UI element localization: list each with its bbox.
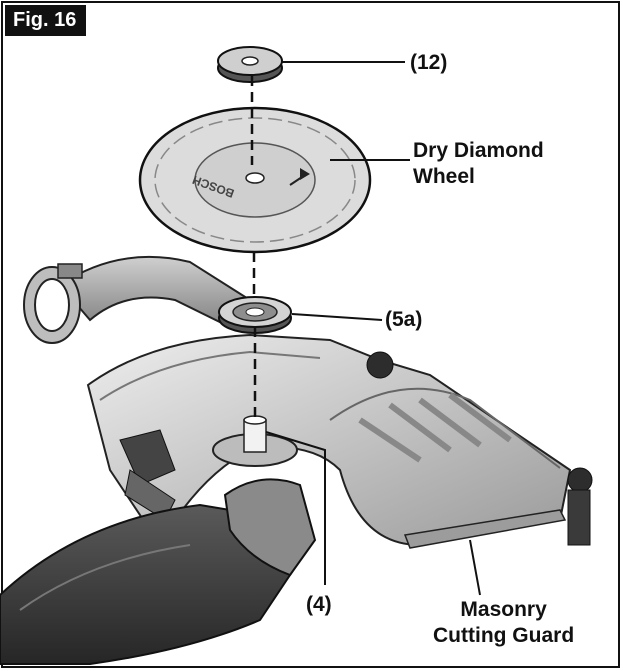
label-diamond-wheel-line1: Dry Diamond (413, 139, 544, 162)
diamond-wheel: BOSCH (138, 106, 372, 254)
masonry-cutting-guard (86, 333, 593, 549)
label-diamond-wheel-line2: Wheel (413, 165, 475, 188)
flange-nut (217, 46, 283, 83)
label-masonry-guard-line2: Cutting Guard (433, 624, 575, 647)
assembly-axis-line (250, 76, 257, 418)
label-mounting-flange: (5a) (385, 308, 423, 331)
label-masonry-guard: Masonry Cutting Guard (433, 597, 574, 649)
grinder-body (0, 478, 317, 665)
figure-tag: Fig. 16 (5, 5, 87, 36)
leader-mounting-flange (291, 313, 383, 321)
leader-lines (265, 61, 481, 596)
spindle (212, 415, 298, 467)
leader-spindle (265, 431, 326, 585)
label-diamond-wheel: Dry Diamond Wheel (413, 138, 544, 190)
label-flange-nut: (12) (410, 51, 448, 74)
label-spindle: (4) (306, 593, 332, 616)
dust-port-elbow (23, 256, 252, 344)
leader-guard (469, 539, 481, 596)
label-masonry-guard-line1: Masonry (460, 598, 547, 621)
